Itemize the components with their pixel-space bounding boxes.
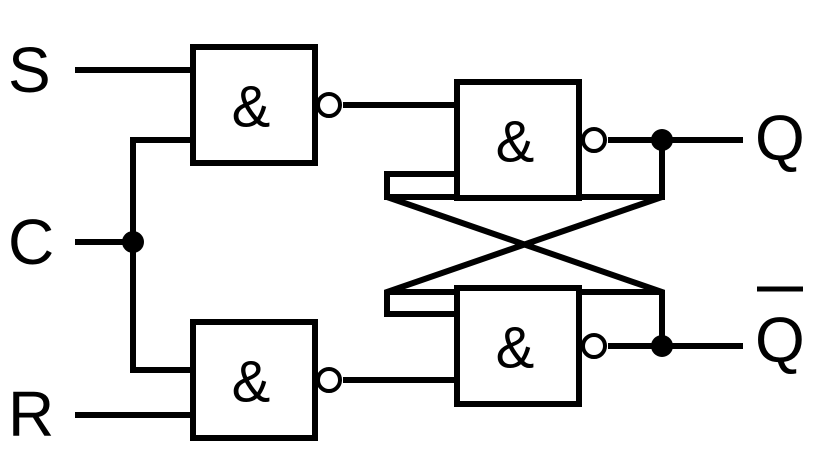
gate-bottom-left-inverter-bubble [316,367,342,393]
gate-top-right-symbol: & [496,110,535,175]
gate-top-left: & [190,44,342,166]
gate-top-left-inverter-bubble [316,92,342,118]
wires [75,67,743,418]
gate-bottom-right-symbol: & [496,316,535,381]
gate-bottom-right: & [454,285,607,407]
gate-top-right-inverter-bubble [581,127,607,153]
junction-q-bar [651,335,673,357]
junction-q [651,129,673,151]
gate-top-left-symbol: & [232,75,271,140]
label-s: S [8,34,51,106]
wire-c-to-bottom-gate [130,242,193,373]
label-r: R [8,378,54,450]
junction-c [122,231,144,253]
label-q-bar: Q [755,304,805,376]
wire-c-to-top-gate [130,137,193,242]
gate-bottom-right-inverter-bubble [581,333,607,359]
gate-bottom-left-symbol: & [232,350,271,415]
gate-bottom-left: & [190,319,342,441]
label-q: Q [755,102,805,174]
label-c: C [8,206,54,278]
gate-top-right: & [454,79,607,201]
